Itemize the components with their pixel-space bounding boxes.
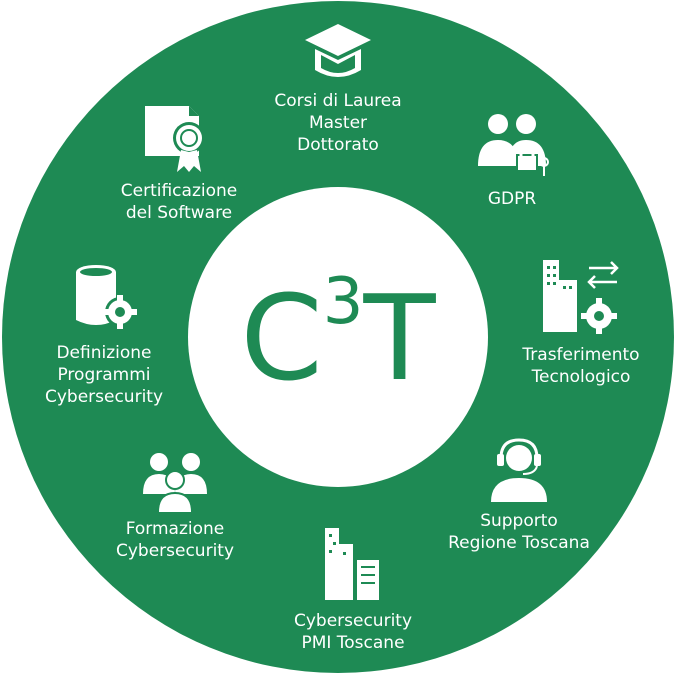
logo-letter-t: T xyxy=(363,269,436,407)
item-pmi-line-2: PMI Toscane xyxy=(301,633,405,653)
item-gdpr: GDPR xyxy=(417,110,607,210)
item-trasferimento-line-1: Trasferimento xyxy=(522,345,640,365)
item-formazione: Formazione Cybersecurity xyxy=(80,450,270,562)
item-formazione-line-2: Cybersecurity xyxy=(115,541,235,561)
buildings-gear-icon xyxy=(543,260,619,334)
item-formazione-line-1: Formazione xyxy=(125,519,225,539)
item-supporto-line-1: Supporto xyxy=(480,511,558,531)
item-definizione-line-3: Cybersecurity xyxy=(44,387,164,407)
item-definizione: Definizione Programmi Cybersecurity xyxy=(9,262,199,408)
item-corsi-line-2: Master xyxy=(308,113,368,133)
group-users-icon xyxy=(143,453,207,512)
center-disc xyxy=(188,187,488,487)
item-certificazione: Certificazione del Software xyxy=(84,102,274,224)
users-lock-icon xyxy=(478,114,549,176)
item-definizione-line-1: Definizione xyxy=(56,343,152,363)
headset-user-icon xyxy=(491,438,547,502)
item-corsi: Corsi di Laurea Master Dottorato xyxy=(243,22,433,156)
graduation-cap-icon xyxy=(305,24,371,77)
item-trasferimento: Trasferimento Tecnologico xyxy=(486,258,676,388)
item-definizione-line-2: Programmi xyxy=(57,365,151,385)
item-trasferimento-line-2: Tecnologico xyxy=(531,367,631,387)
item-supporto: Supporto Regione Toscana xyxy=(424,436,614,554)
item-certificazione-line-2: del Software xyxy=(125,203,233,223)
item-corsi-line-1: Corsi di Laurea xyxy=(274,91,402,111)
logo-letter-c: C xyxy=(240,269,323,407)
certificate-icon xyxy=(145,106,205,172)
item-pmi-line-1: Cybersecurity xyxy=(293,611,413,631)
item-corsi-line-3: Dottorato xyxy=(297,135,379,155)
building-server-icon xyxy=(325,528,379,600)
item-supporto-line-2: Regione Toscana xyxy=(448,533,590,553)
item-pmi: Cybersecurity PMI Toscane xyxy=(258,524,448,654)
database-gear-icon xyxy=(76,265,137,329)
item-certificazione-line-1: Certificazione xyxy=(120,181,238,201)
logo-superscript: 3 xyxy=(322,265,364,339)
item-gdpr-line-1: GDPR xyxy=(487,189,537,209)
